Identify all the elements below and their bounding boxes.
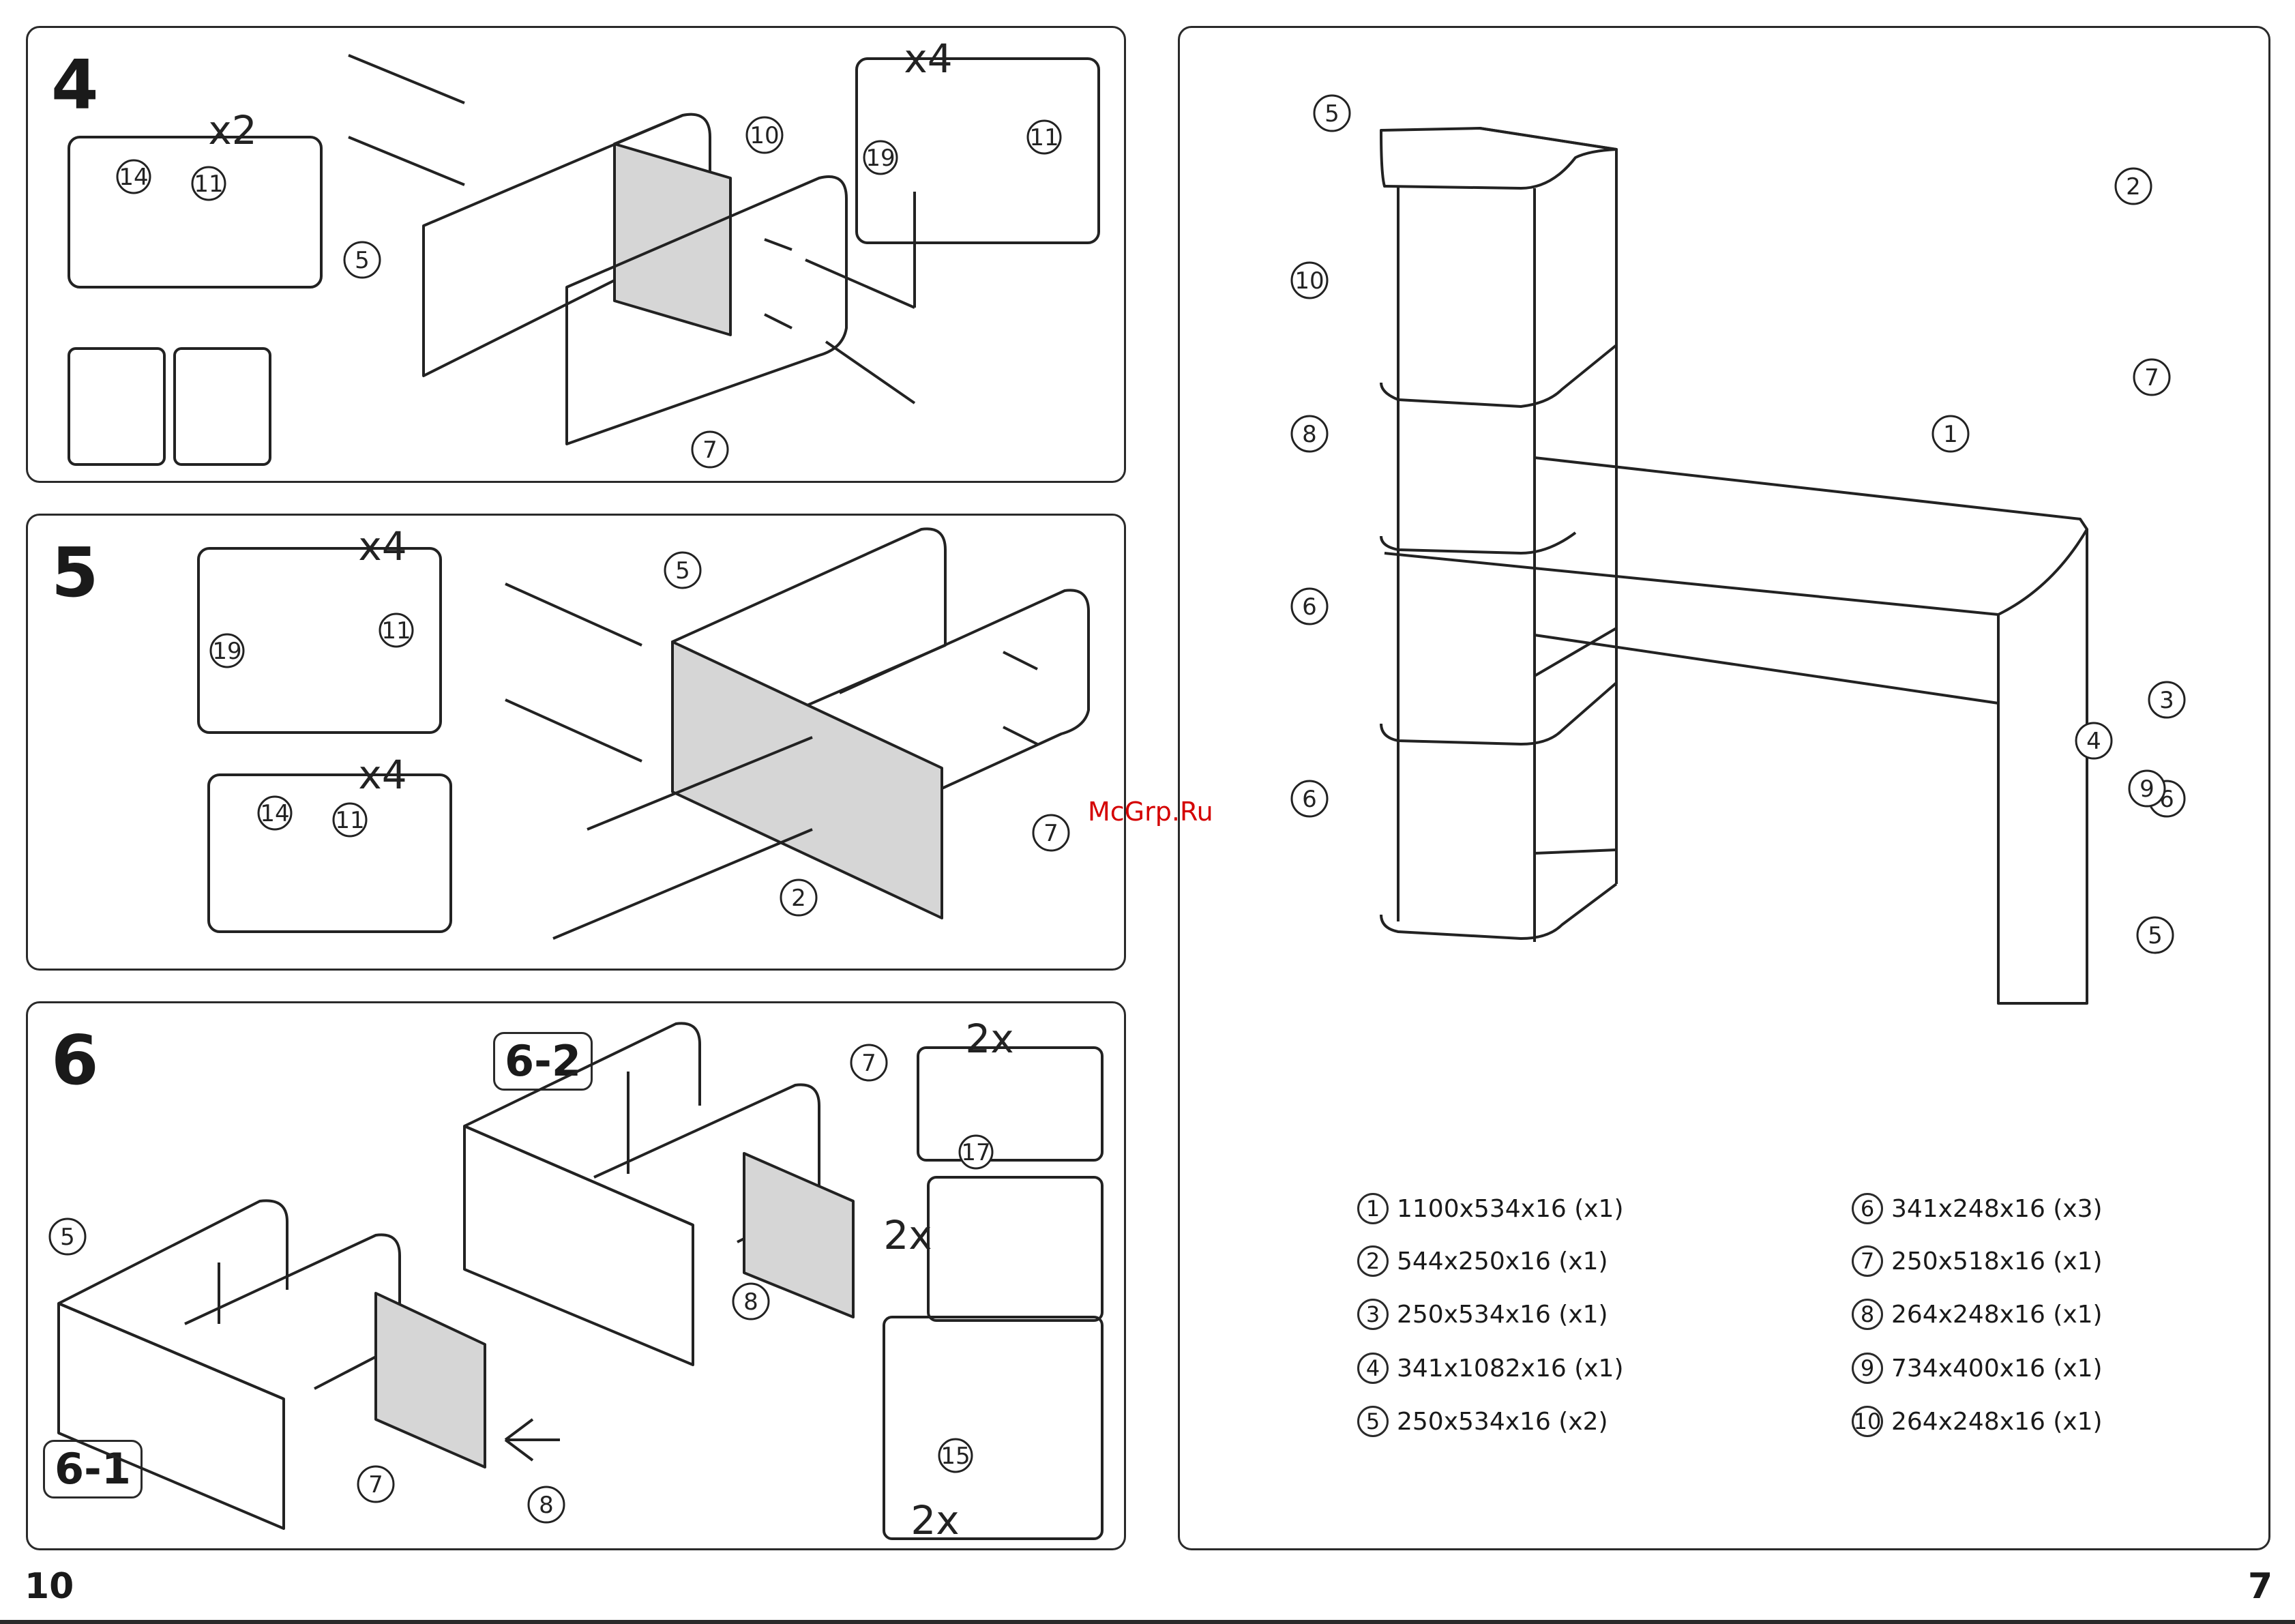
step-6-callout-5: 5: [60, 1224, 75, 1251]
step-4-x4: x4: [904, 35, 952, 82]
overview-callout-5-bottom: 5: [2148, 922, 2163, 949]
overview-callout-6b: 6: [1302, 786, 1317, 813]
part-number: 3: [1357, 1299, 1389, 1330]
step-5-callout-2: 2: [791, 885, 806, 912]
step-6-2x-c: 2x: [910, 1497, 959, 1544]
step-4-callout-10: 10: [750, 122, 779, 149]
part-number: 6: [1852, 1193, 1883, 1224]
step-5-number: 5: [51, 533, 99, 612]
part-row: 2 544x250x16 (x1): [1357, 1245, 1608, 1277]
part-number: 4: [1357, 1353, 1389, 1384]
bottom-rule: [0, 1620, 2295, 1624]
step-6-illustration: 2x 2x 2x 5 7 8 7 8 17 15: [48, 1016, 1104, 1544]
part-row: 5 250x534x16 (x2): [1357, 1406, 1608, 1437]
step-6-2x-b: 2x: [883, 1212, 932, 1258]
step-4-callout-19: 19: [865, 145, 895, 172]
overview-callout-10: 10: [1294, 267, 1324, 295]
step-4-illustration: x2 x4 10 5 7 14 11 19 11: [68, 35, 1100, 469]
part-spec: 250x534x16 (x1): [1397, 1300, 1608, 1329]
step-6-2x-a: 2x: [965, 1016, 1013, 1062]
step-6-2-label: 6-2: [493, 1032, 593, 1091]
part-number: 2: [1357, 1245, 1389, 1277]
overview-callout-9: 9: [2139, 776, 2155, 803]
step-5-panel: 5 x4 x4: [26, 514, 1126, 971]
desk-overview-illustration: 5 2 10 7 8 1 6 3 4 6 6 5: [1290, 94, 2186, 1005]
overview-callout-5-top: 5: [1324, 100, 1339, 128]
step-5-callout-5: 5: [675, 557, 690, 585]
step-4-callout-7: 7: [702, 437, 717, 464]
step-6-callout-8: 8: [539, 1492, 554, 1519]
overview-callout-4: 4: [2086, 728, 2101, 755]
part-row: 7 250x518x16 (x1): [1852, 1245, 2103, 1277]
part-spec: 341x248x16 (x3): [1891, 1194, 2103, 1223]
part-number: 1: [1357, 1193, 1389, 1224]
part-spec: 250x534x16 (x2): [1397, 1407, 1608, 1436]
step-6-callout-7: 7: [368, 1471, 383, 1498]
step-5-callout-11b: 11: [335, 807, 364, 834]
step-5-callout-11: 11: [381, 617, 411, 645]
part-spec: 1100x534x16 (x1): [1397, 1194, 1624, 1223]
part-number: 5: [1357, 1406, 1389, 1437]
part-number: 8: [1852, 1299, 1883, 1330]
step-4-callout-11: 11: [194, 171, 223, 198]
step-5-x4-bottom: x4: [358, 752, 406, 798]
overview-callout-3: 3: [2159, 687, 2174, 714]
watermark: McGrp.Ru: [1088, 797, 1213, 827]
part-row: 3 250x534x16 (x1): [1357, 1299, 1608, 1330]
step-6-callout-8b: 8: [743, 1288, 758, 1316]
overview-callout-1: 1: [1943, 421, 1958, 448]
overview-callout-8: 8: [1302, 421, 1317, 448]
page-number-left: 10: [25, 1566, 74, 1607]
part-spec: 341x1082x16 (x1): [1397, 1354, 1624, 1383]
step-6-callout-15: 15: [941, 1443, 970, 1470]
step-4-callout-14: 14: [119, 164, 148, 191]
step-5-illustration: x4 x4 5 7 2 19 11 14 11: [197, 523, 1090, 940]
page-number-right: 7: [2248, 1566, 2273, 1607]
part-row: 6 341x248x16 (x3): [1852, 1193, 2103, 1224]
step-4-callout-5: 5: [355, 247, 370, 274]
part-spec: 544x250x16 (x1): [1397, 1247, 1608, 1275]
part-row: 10 264x248x16 (x1): [1852, 1406, 2103, 1437]
part-row: 9 734x400x16 (x1): [1852, 1353, 2103, 1384]
part-number: 10: [1852, 1406, 1883, 1437]
step-5-x4-top: x4: [358, 523, 406, 570]
overview-callout-6a: 6: [1302, 593, 1317, 621]
step-5-callout-19: 19: [212, 638, 241, 665]
step-4-number: 4: [51, 45, 99, 125]
step-4-panel: 4 x2 x4: [26, 26, 1126, 483]
overview-callout-7: 7: [2144, 364, 2159, 392]
part-spec: 264x248x16 (x1): [1891, 1300, 2103, 1329]
step-6-1-label: 6-1: [43, 1440, 143, 1499]
step-4-callout-11b: 11: [1029, 124, 1058, 151]
step-5-callout-7: 7: [1043, 820, 1058, 847]
part-number: 7: [1852, 1245, 1883, 1277]
part-spec: 250x518x16 (x1): [1891, 1247, 2103, 1275]
part-row: 4 341x1082x16 (x1): [1357, 1353, 1624, 1384]
step-6-number: 6: [51, 1020, 99, 1100]
part-row: 8 264x248x16 (x1): [1852, 1299, 2103, 1330]
step-6-callout-17: 17: [961, 1139, 990, 1166]
step-6-panel: 6 6-1 6-2 2x 2x 2x: [26, 1001, 1126, 1550]
part-spec: 264x248x16 (x1): [1891, 1407, 2103, 1436]
step-6-callout-7b: 7: [861, 1050, 876, 1077]
part-number: 9: [1852, 1353, 1883, 1384]
step-4-x2: x2: [208, 107, 256, 153]
overview-callout-2: 2: [2126, 173, 2141, 201]
part-spec: 734x400x16 (x1): [1891, 1354, 2103, 1383]
overview-panel: 5 2 10 7 8 1 6 3 4 6 6 5 1 1100x534x16 (x…: [1178, 26, 2270, 1550]
step-5-callout-14: 14: [260, 800, 289, 827]
part-row: 1 1100x534x16 (x1): [1357, 1193, 1624, 1224]
